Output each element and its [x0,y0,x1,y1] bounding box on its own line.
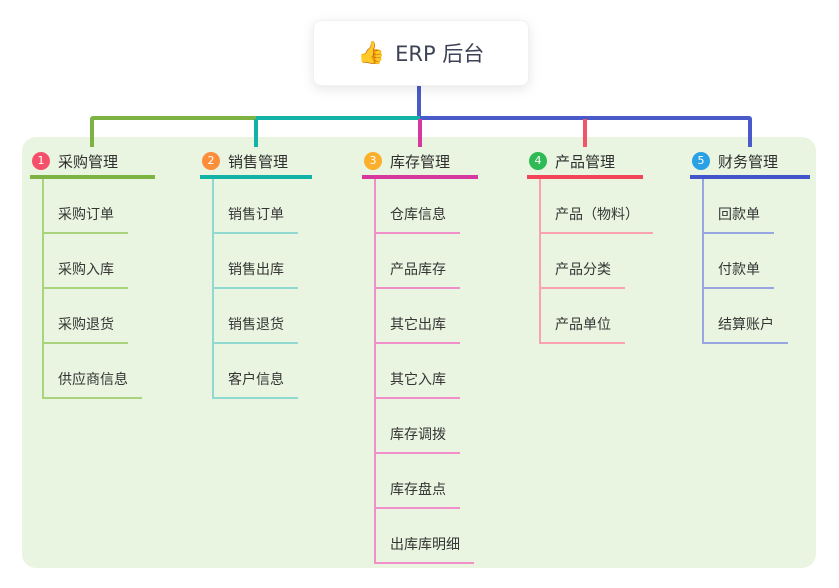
connector-drop-finance [748,119,752,147]
branch-purchase-title[interactable]: 1 采购管理 [30,147,155,179]
branch-title-label: 财务管理 [718,152,779,171]
node-warehouse-info[interactable]: 仓库信息 [374,204,460,234]
child-row: 采购入库 [30,234,155,289]
branch-inventory: 3 库存管理 仓库信息 产品库存 其它出库 其它入库 库存调拨 库存盘点 出库库… [362,147,478,564]
child-row: 仓库信息 [362,179,478,234]
branch-spine [702,179,704,344]
node-customer-info[interactable]: 客户信息 [212,369,298,399]
branch-inventory-title[interactable]: 3 库存管理 [362,147,478,179]
branch-spine [539,179,541,344]
child-row: 其它入库 [362,344,478,399]
child-row: 销售退货 [200,289,312,344]
child-row: 产品库存 [362,234,478,289]
node-purchase-order[interactable]: 采购订单 [42,204,128,234]
branch-title-label: 库存管理 [390,152,451,171]
badge-5: 5 [692,152,710,170]
branch-children: 回款单 付款单 结算账户 [690,179,810,344]
branch-finance-title[interactable]: 5 财务管理 [690,147,810,179]
branch-sales: 2 销售管理 销售订单 销售出库 销售退货 客户信息 [200,147,312,399]
connector-drop-sales [254,119,258,147]
branch-spine [42,179,44,399]
child-row: 产品分类 [527,234,643,289]
node-receipt-bill[interactable]: 回款单 [702,204,774,234]
mindmap-background-panel [22,137,816,568]
node-stock-transfer[interactable]: 库存调拨 [374,424,460,454]
child-row: 供应商信息 [30,344,155,399]
child-row: 销售出库 [200,234,312,289]
node-payment-bill[interactable]: 付款单 [702,259,774,289]
node-supplier-info[interactable]: 供应商信息 [42,369,142,399]
branch-spine [212,179,214,399]
node-product-unit[interactable]: 产品单位 [539,314,625,344]
badge-3: 3 [364,152,382,170]
node-product-stock[interactable]: 产品库存 [374,259,460,289]
child-row: 产品单位 [527,289,643,344]
branch-children: 仓库信息 产品库存 其它出库 其它入库 库存调拨 库存盘点 出库库明细 [362,179,478,564]
branch-children: 产品（物料） 产品分类 产品单位 [527,179,653,344]
node-inout-detail[interactable]: 出库库明细 [374,534,474,564]
branch-product: 4 产品管理 产品（物料） 产品分类 产品单位 [527,147,653,344]
node-settlement-account[interactable]: 结算账户 [702,314,788,344]
branch-finance: 5 财务管理 回款单 付款单 结算账户 [690,147,810,344]
thumbs-up-icon: 👍 [357,40,386,66]
child-row: 产品（物料） [527,179,653,234]
connector-drop-inventory [418,119,422,147]
branch-purchase: 1 采购管理 采购订单 采购入库 采购退货 供应商信息 [30,147,155,399]
branch-product-title[interactable]: 4 产品管理 [527,147,643,179]
child-row: 其它出库 [362,289,478,344]
node-purchase-return[interactable]: 采购退货 [42,314,128,344]
child-row: 库存调拨 [362,399,478,454]
child-row: 客户信息 [200,344,312,399]
connector-drop-product [583,119,587,147]
child-row: 销售订单 [200,179,312,234]
branch-children: 销售订单 销售出库 销售退货 客户信息 [200,179,312,399]
branch-sales-title[interactable]: 2 销售管理 [200,147,312,179]
node-other-outbound[interactable]: 其它出库 [374,314,460,344]
branch-title-label: 销售管理 [228,152,289,171]
child-row: 付款单 [690,234,810,289]
connector-root-stub [417,84,421,117]
child-row: 出库库明细 [362,509,478,564]
connector-bus-green [90,116,256,120]
branch-children: 采购订单 采购入库 采购退货 供应商信息 [30,179,155,399]
node-sales-return[interactable]: 销售退货 [212,314,298,344]
child-row: 库存盘点 [362,454,478,509]
badge-1: 1 [32,152,50,170]
badge-4: 4 [529,152,547,170]
node-stock-taking[interactable]: 库存盘点 [374,479,460,509]
badge-2: 2 [202,152,220,170]
branch-title-label: 产品管理 [555,152,616,171]
connector-bus-blue [420,116,752,120]
node-other-inbound[interactable]: 其它入库 [374,369,460,399]
connector-drop-purchase [90,119,94,147]
node-sales-order[interactable]: 销售订单 [212,204,298,234]
child-row: 采购订单 [30,179,155,234]
node-sales-outbound[interactable]: 销售出库 [212,259,298,289]
root-node[interactable]: 👍 ERP 后台 [313,20,529,86]
root-title: ERP 后台 [395,42,485,66]
child-row: 回款单 [690,179,810,234]
branch-title-label: 采购管理 [58,152,119,171]
node-product-material[interactable]: 产品（物料） [539,204,653,234]
node-product-category[interactable]: 产品分类 [539,259,625,289]
connector-bus-teal [256,116,420,120]
branch-spine [374,179,376,564]
child-row: 采购退货 [30,289,155,344]
node-purchase-inbound[interactable]: 采购入库 [42,259,128,289]
child-row: 结算账户 [690,289,810,344]
